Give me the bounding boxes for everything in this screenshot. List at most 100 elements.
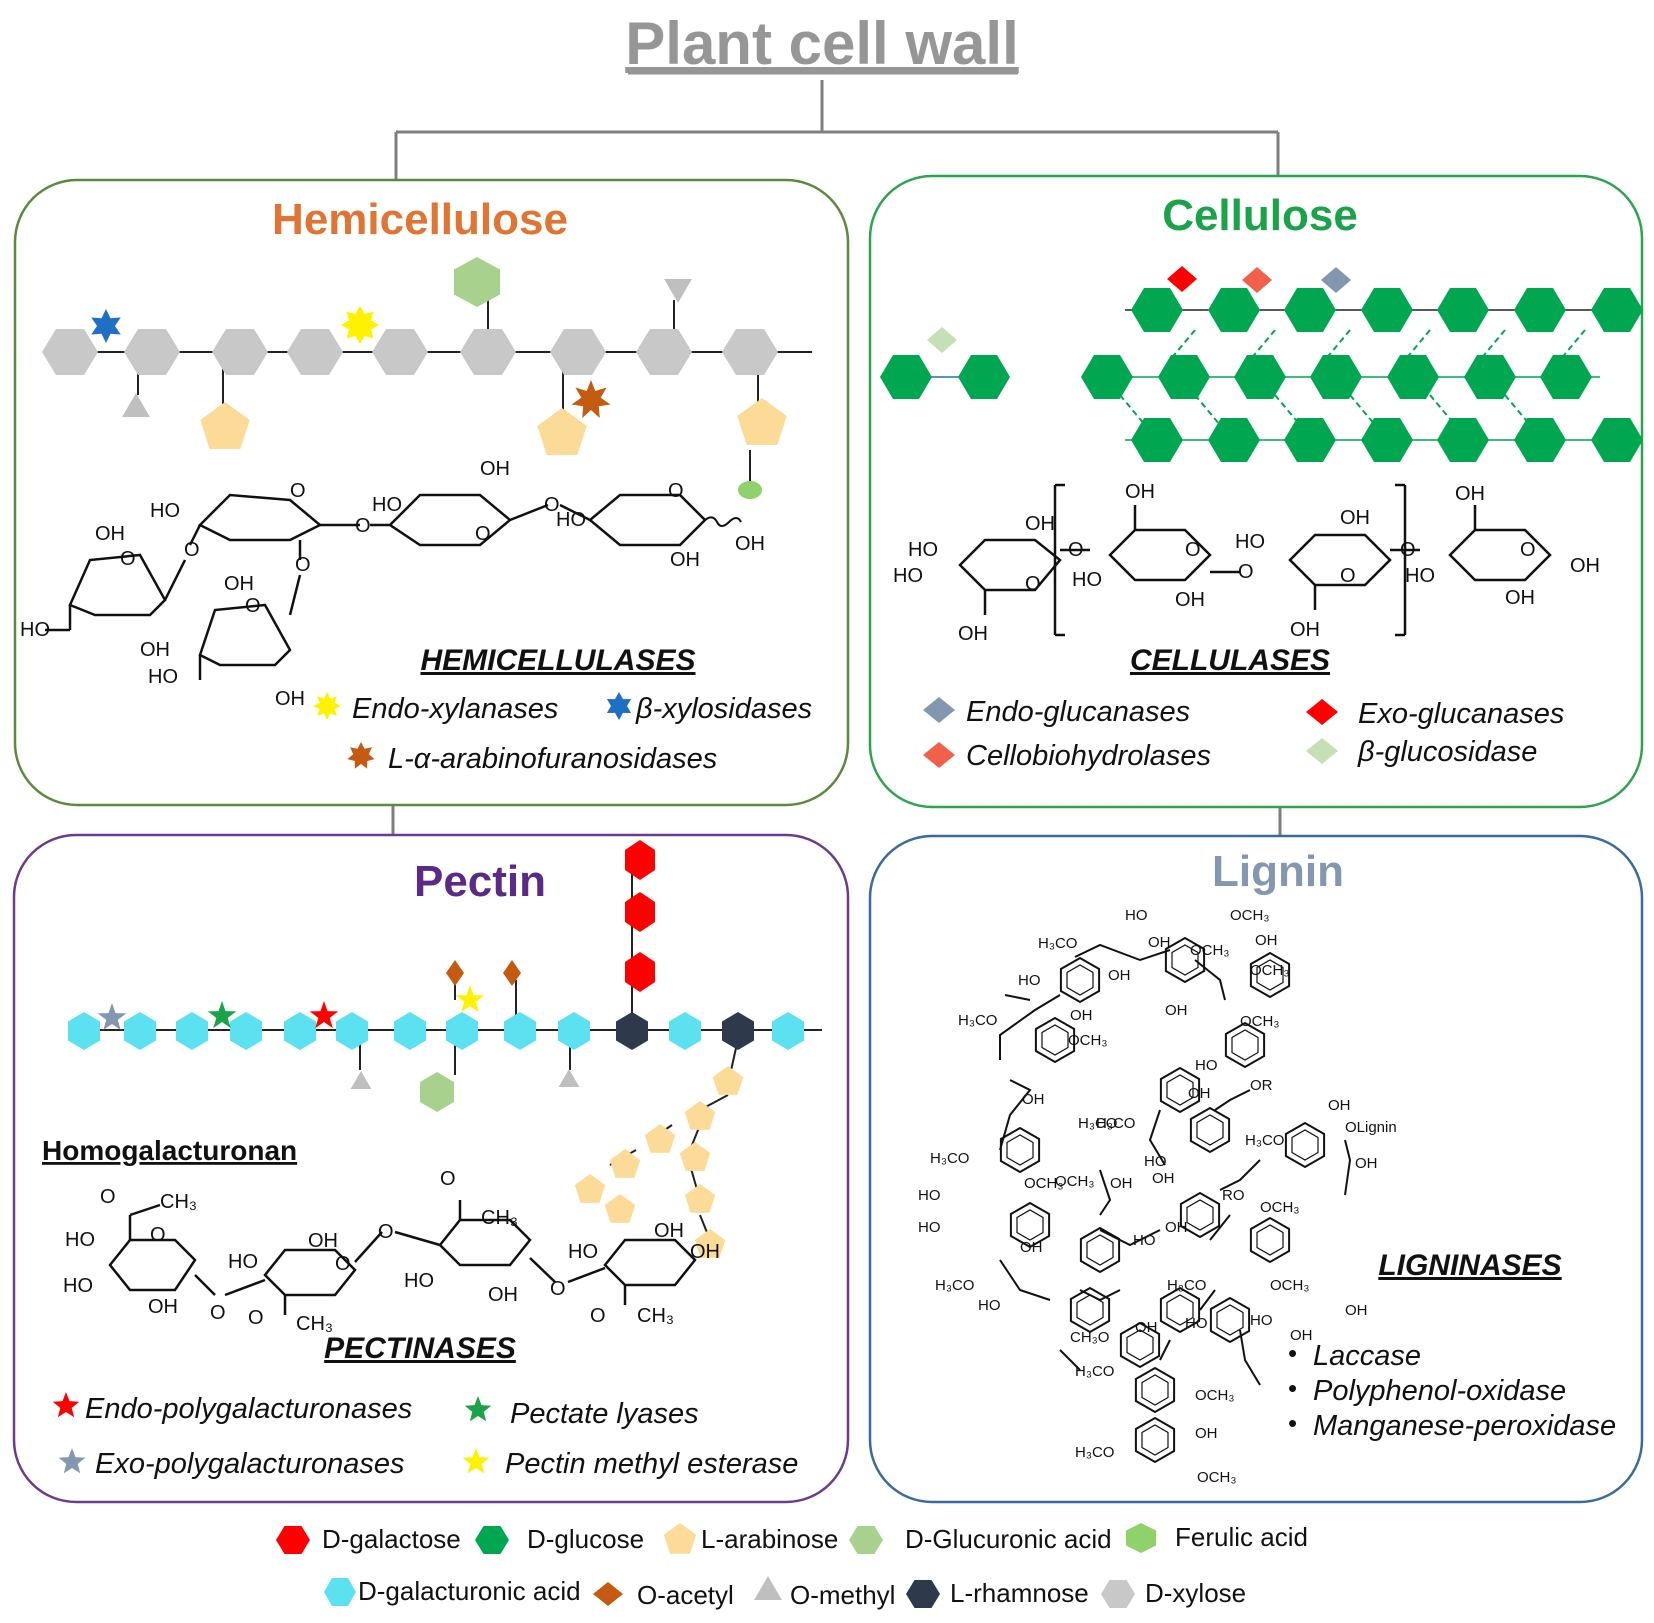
enzyme-endo-polygalacturonases: Endo-polygalacturonases [85, 1393, 412, 1425]
cellulose-title: Cellulose [1162, 191, 1358, 240]
svg-text:HO: HO [1405, 565, 1435, 587]
lignin-atom-label: OCH₃ [1190, 942, 1229, 959]
lignin-atom-label: OH [1022, 1091, 1045, 1108]
arabinose-unit [679, 1142, 711, 1171]
galacturonic-acid-unit [124, 1012, 156, 1050]
lignin-atom-label: HO [1144, 1153, 1167, 1170]
lignin-atom-label: HO [1185, 1315, 1208, 1332]
lignin-aromatic-ring [1134, 1366, 1176, 1414]
lignin-ring-inner [1141, 1424, 1169, 1456]
lignin-aromatic-ring [1069, 1286, 1111, 1334]
lignin-atom-label: OCH₃ [1250, 962, 1289, 979]
lignin-atom-label: HO [1195, 1057, 1218, 1074]
arabinose-unit [684, 1101, 716, 1130]
glucose-unit [1514, 418, 1566, 462]
arabinofuranosidase-marker [571, 380, 611, 418]
legend-label-d-glucuronic-acid: D-Glucuronic acid [905, 1524, 1112, 1554]
svg-text:OH: OH [1175, 589, 1205, 611]
lignin-title: Lignin [1212, 847, 1344, 896]
xylose-unit [460, 329, 516, 375]
lignin-atom-label: H₃CO [1096, 1115, 1135, 1132]
lignin-aromatic-ring [1189, 1106, 1231, 1154]
lignin-ring-inner [1186, 1199, 1214, 1231]
galacturonic-acid-unit [772, 1012, 804, 1050]
legend-icon-d-galacturonic-acid [324, 1578, 356, 1606]
svg-text:OH: OH [1570, 555, 1600, 577]
enzyme-endo-xylanases: Endo-xylanases [352, 693, 558, 725]
svg-text:HO: HO [1235, 531, 1265, 553]
pectin-panel [12, 833, 850, 1504]
lignin-atom-label: OH [1165, 1219, 1188, 1236]
svg-text:HO: HO [568, 1241, 598, 1263]
lignin-ring-inner [1141, 1374, 1169, 1406]
svg-text:OH: OH [1455, 483, 1485, 505]
lignin-ring-inner [1256, 959, 1284, 991]
svg-text:HO: HO [908, 539, 938, 561]
lignin-panel [868, 834, 1644, 1504]
xylose-unit [287, 329, 343, 375]
lignin-atom-label: CH₃O [1070, 1329, 1109, 1346]
endo-xylanase-list-icon [313, 692, 341, 720]
svg-text:O: O [210, 1302, 226, 1324]
glucose-unit [1234, 355, 1286, 399]
svg-text:O: O [248, 1307, 264, 1329]
glucuronic-acid-unit [454, 257, 500, 307]
enzyme-exo-glucanases: Exo-glucanases [1358, 698, 1564, 730]
galacturonic-acid-unit [394, 1012, 426, 1050]
lignin-atom-label: HO [1125, 907, 1148, 924]
lignin-ring-inner [1196, 1114, 1224, 1146]
lignin-ring-inner [1066, 964, 1094, 996]
o-methyl-marker [122, 393, 150, 417]
lignin-atom-label: OCH₃ [1240, 1013, 1279, 1030]
enzyme-beta-xylosidases: β-xylosidases [635, 693, 812, 725]
lignin-atom-label: HO [978, 1297, 1001, 1314]
hemicellulose-side-chains [91, 257, 787, 499]
lignin-aromatic-ring [1164, 936, 1206, 984]
homogalacturonan-labels: O CH₃ HO O HO OH O HO OH O O CH₃ O O CH₃… [63, 1168, 720, 1335]
xylose-unit [636, 329, 692, 375]
lignin-atom-label: RO [1222, 1187, 1245, 1204]
lignin-ring-inner [1076, 1294, 1104, 1326]
enzyme-exo-polygalacturonases: Exo-polygalacturonases [95, 1448, 405, 1480]
exo-pg-list-icon [58, 1448, 86, 1474]
endo-glucanase-marker [1321, 267, 1351, 293]
svg-text:CH₃: CH₃ [637, 1305, 674, 1327]
homogalacturonan-heading: Homogalacturonan [42, 1135, 297, 1166]
lignin-atom-label: OH [1195, 1425, 1218, 1442]
legend-icon-d-glucose [475, 1526, 509, 1554]
lignin-atom-label: HO [918, 1187, 941, 1204]
arabinose-unit [712, 1066, 744, 1095]
hemicellulases: HEMICELLULASES Endo-xylanases β-xylosida… [352, 644, 812, 775]
lignin-ring-inner [1216, 1304, 1244, 1336]
pectinases: Homogalacturonan PECTINASES Endo-polygal… [42, 1135, 798, 1480]
glucose-unit [1591, 418, 1643, 462]
lignin-atom-label: H₃CO [1038, 935, 1077, 952]
ferulic-acid-unit [738, 481, 762, 499]
xylose-unit [212, 329, 268, 375]
svg-text:O: O [1238, 561, 1254, 583]
glucose-unit [1310, 355, 1362, 399]
hemicellulases-heading: HEMICELLULASES [420, 644, 695, 677]
cellulases: CELLULASES Endo-glucanases Exo-glucanase… [966, 644, 1564, 772]
enzyme-arabinofuranosidases: L-α-arabinofuranosidases [388, 743, 717, 775]
legend-label-ferulic-acid: Ferulic acid [1175, 1522, 1308, 1552]
enzyme-cellobiohydrolases: Cellobiohydrolases [966, 740, 1211, 772]
pectate-lyase-marker [207, 1001, 237, 1029]
enzyme-pectate-lyases: Pectate lyases [510, 1398, 699, 1430]
pme-marker [455, 985, 485, 1013]
glucose-unit [1208, 288, 1260, 332]
legend-label-d-galacturonic-acid: D-galacturonic acid [358, 1576, 581, 1606]
galacturonic-acid-unit [669, 1012, 701, 1050]
svg-text:OH: OH [224, 573, 254, 595]
cellulases-heading: CELLULASES [1130, 644, 1330, 677]
lignin-aromatic-ring [1284, 1121, 1326, 1169]
lignin-atom-label: H₃CO [1075, 1444, 1114, 1461]
lignin-atom-label: OH [1152, 1170, 1175, 1187]
lignin-aromatic-ring [1119, 1321, 1161, 1369]
galactose-unit [625, 952, 655, 992]
lignin-ring-inner [1126, 1329, 1154, 1361]
lignin-ring-inner [1006, 1134, 1034, 1166]
enzyme-beta-glucosidase: β-glucosidase [1357, 736, 1537, 768]
lignin-structure [999, 936, 1326, 1464]
